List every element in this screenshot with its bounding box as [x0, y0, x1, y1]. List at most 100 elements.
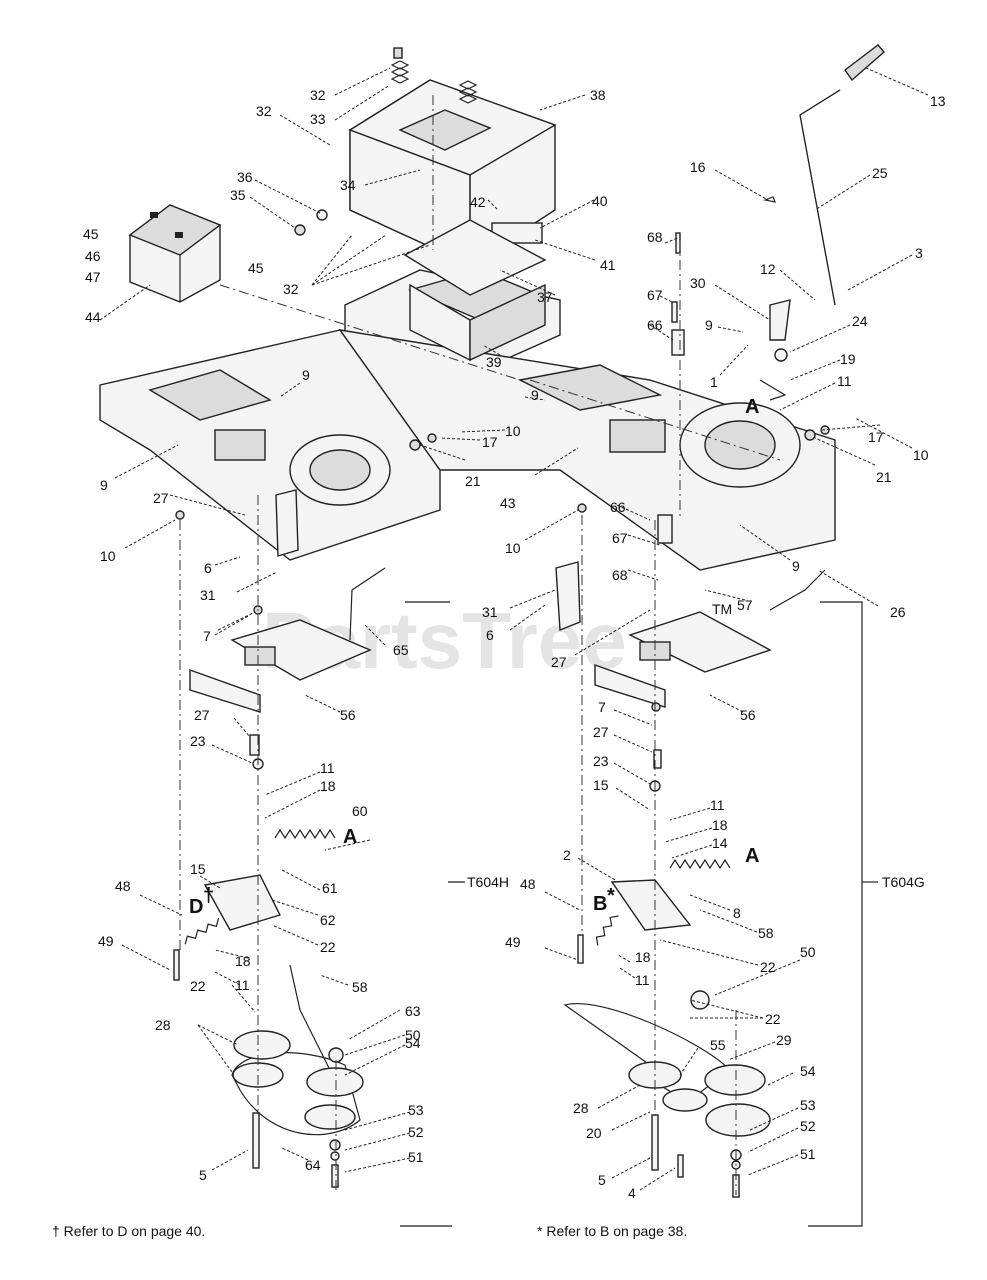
spring-b-part [595, 915, 619, 946]
part-label: 15 [593, 777, 609, 793]
part-label: 31 [200, 587, 216, 603]
part-label: 10 [913, 447, 929, 463]
part-label: 53 [800, 1097, 816, 1113]
part-label: 9 [792, 558, 800, 574]
part-label: 10 [100, 548, 116, 564]
part-label: 49 [98, 933, 114, 949]
part-label: 56 [340, 707, 356, 723]
callout-a-left: A [343, 826, 357, 848]
part-label: 50 [800, 944, 816, 960]
part-label: 21 [876, 469, 892, 485]
part-label: 65 [393, 642, 409, 658]
part-label: 9 [100, 477, 108, 493]
part-label: 67 [612, 530, 628, 546]
part-label: 60 [352, 803, 368, 819]
rod-left-part [349, 567, 386, 641]
assembly-lines [179, 95, 781, 1195]
part-label: 9 [705, 317, 713, 333]
bracket-right-part [555, 561, 581, 632]
callout-letters: A A A D † B * [189, 396, 759, 918]
part-label: 56 [740, 707, 756, 723]
part-label: 58 [758, 925, 774, 941]
part-label: 38 [590, 87, 606, 103]
part-label: 17 [482, 434, 498, 450]
part-label: 1 [710, 374, 718, 390]
part-label: 28 [573, 1100, 589, 1116]
part-label: 5 [199, 1167, 207, 1183]
part-label: 7 [203, 628, 211, 644]
part-label: 42 [470, 194, 486, 210]
part-label: 45 [248, 260, 264, 276]
leader-lines [99, 67, 929, 1227]
part-label: 11 [710, 797, 725, 813]
part-label: 3 [915, 245, 923, 261]
reference-t604g: T604G [882, 874, 925, 890]
part-label: 27 [194, 707, 210, 723]
part-label: 64 [305, 1157, 321, 1173]
part-label: 22 [320, 939, 336, 955]
part-label: 35 [230, 187, 246, 203]
bracket-left-part [275, 489, 299, 557]
part-label: 39 [486, 354, 502, 370]
spring-left-part [274, 828, 336, 840]
footnote-left: † Refer to D on page 40. [52, 1223, 205, 1239]
part-label: 24 [852, 313, 868, 329]
part-label: 53 [408, 1102, 424, 1118]
part-label: 14 [712, 835, 728, 851]
part-label: 54 [800, 1063, 816, 1079]
part-label: 37 [537, 289, 553, 305]
part-label: 10 [505, 540, 521, 556]
part-label: 12 [760, 261, 776, 277]
part-label: 41 [600, 257, 616, 273]
idler-arm-left-part [203, 874, 281, 931]
part-label: 52 [800, 1118, 816, 1134]
part-label: 26 [890, 604, 906, 620]
part-label: 9 [531, 387, 539, 403]
part-label: 5 [598, 1172, 606, 1188]
part-label: 22 [190, 978, 206, 994]
part-label: 2 [563, 847, 571, 863]
part-label: 17 [868, 429, 884, 445]
part-label: 51 [800, 1146, 816, 1162]
part-label: 22 [760, 959, 776, 975]
part-label: 11 [235, 977, 250, 993]
part-label: 40 [592, 193, 608, 209]
part-label: 32 [283, 281, 299, 297]
belt-left-part [231, 964, 364, 1136]
mount-plate-left-part [189, 619, 372, 713]
part-label: 10 [505, 423, 521, 439]
part-label: 68 [647, 229, 663, 245]
part-label: 18 [635, 949, 651, 965]
callout-d: D [189, 896, 203, 918]
part-label: 13 [930, 93, 946, 109]
part-label: 63 [405, 1003, 421, 1019]
part-label: 62 [320, 912, 336, 928]
part-label: 54 [405, 1035, 421, 1051]
part-label: 66 [647, 317, 663, 333]
part-label: 4 [628, 1185, 636, 1201]
callout-a-top: A [745, 396, 759, 418]
part-label: 52 [408, 1124, 424, 1140]
part-label: 6 [486, 627, 494, 643]
part-label: 23 [593, 753, 609, 769]
part-label: 61 [322, 880, 338, 896]
part-label: 33 [310, 111, 326, 127]
part-label: 67 [647, 287, 663, 303]
battery-box-part [348, 79, 557, 267]
frame-right-part [338, 329, 836, 571]
reference-t604h: T604H [467, 874, 509, 890]
part-label: 48 [520, 876, 536, 892]
part-label: 31 [482, 604, 498, 620]
part-label: 30 [690, 275, 706, 291]
callout-a-right: A [745, 845, 759, 867]
part-label: 23 [190, 733, 206, 749]
part-label: 25 [872, 165, 888, 181]
part-label: 18 [235, 953, 251, 969]
part-label: 11 [635, 972, 650, 988]
part-label: 21 [465, 473, 481, 489]
part-label: 32 [310, 87, 326, 103]
part-label: 50 [405, 1027, 421, 1043]
parts-drawing [99, 44, 885, 1198]
part-label: 9 [302, 367, 310, 383]
battery-part [128, 204, 222, 303]
